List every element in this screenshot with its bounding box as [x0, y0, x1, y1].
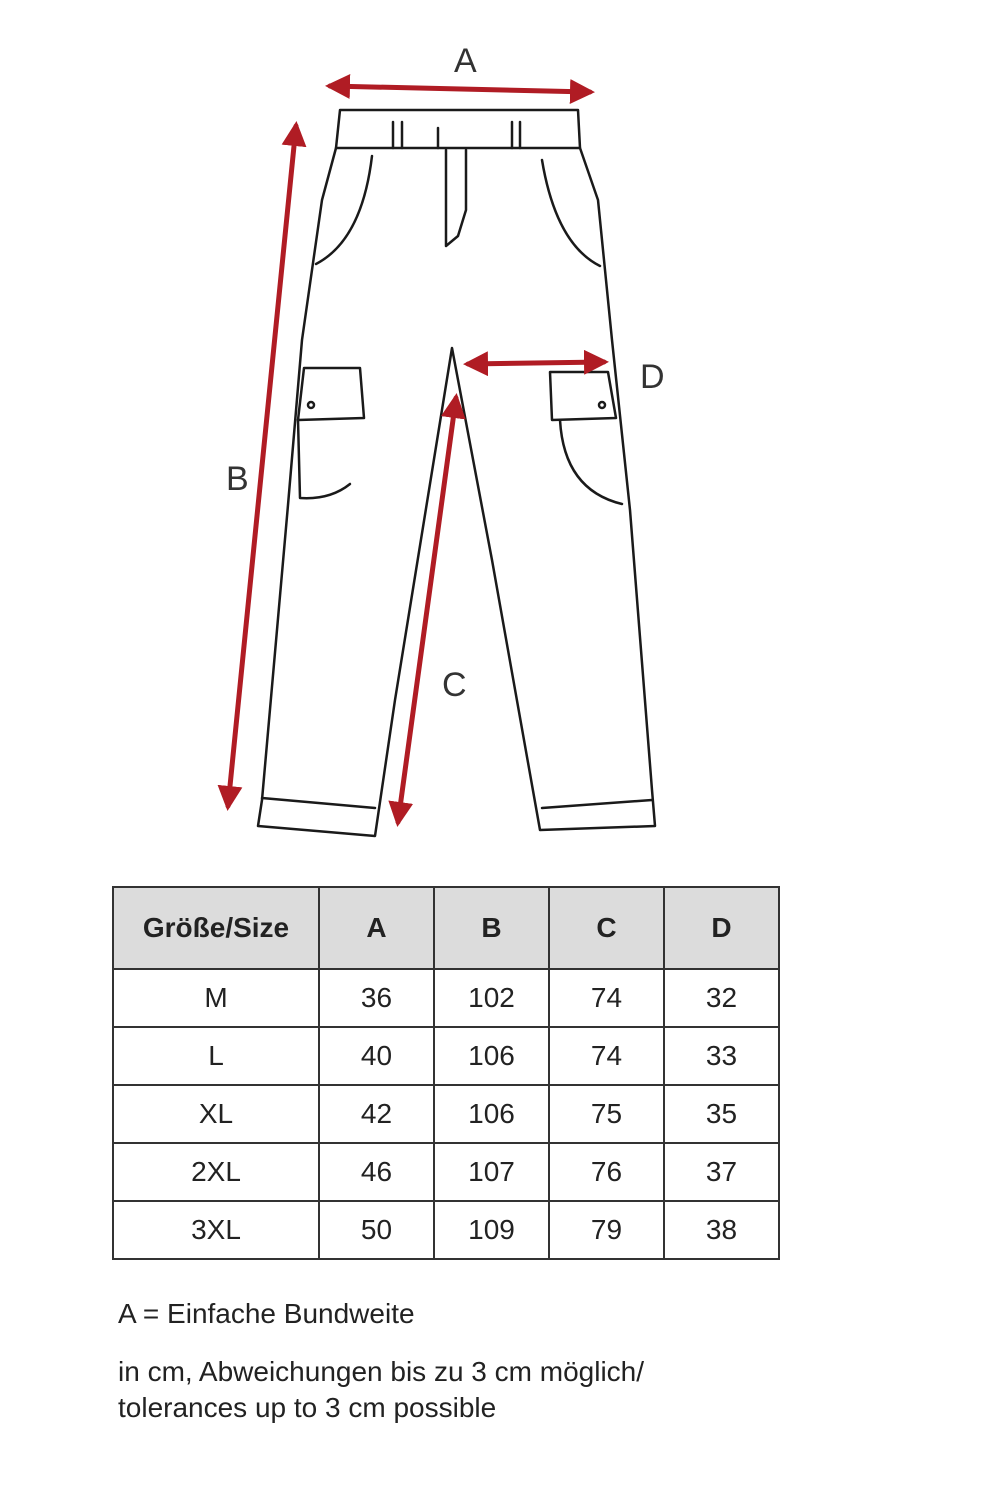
cell-a: 50 — [318, 1200, 435, 1260]
measurement-arrows — [217, 73, 609, 827]
arrow-b — [217, 121, 307, 811]
cell-b: 107 — [433, 1142, 550, 1202]
table-row: L 40 106 74 33 — [112, 1026, 780, 1086]
label-d: D — [640, 358, 665, 396]
cell-c: 74 — [548, 968, 665, 1028]
table-row: 2XL 46 107 76 37 — [112, 1142, 780, 1202]
header-d: D — [663, 886, 780, 970]
label-b: B — [226, 460, 249, 498]
size-notes: A = Einfache Bundweite in cm, Abweichung… — [118, 1296, 644, 1426]
arrow-a — [325, 73, 595, 105]
cell-size: 3XL — [112, 1200, 320, 1260]
cell-c: 74 — [548, 1026, 665, 1086]
header-size: Größe/Size — [112, 886, 320, 970]
label-a: A — [454, 42, 477, 80]
size-table: Größe/Size A B C D M 36 102 74 32 L 40 1… — [112, 886, 780, 1260]
cell-b: 106 — [433, 1026, 550, 1086]
cell-a: 46 — [318, 1142, 435, 1202]
cell-d: 37 — [663, 1142, 780, 1202]
cell-size: 2XL — [112, 1142, 320, 1202]
note-tolerance-en: tolerances up to 3 cm possible — [118, 1392, 497, 1423]
cell-size: XL — [112, 1084, 320, 1144]
cell-d: 38 — [663, 1200, 780, 1260]
cell-d: 32 — [663, 968, 780, 1028]
note-tolerance-de: in cm, Abweichungen bis zu 3 cm möglich/ — [118, 1356, 645, 1387]
cell-c: 76 — [548, 1142, 665, 1202]
cell-c: 79 — [548, 1200, 665, 1260]
cell-b: 102 — [433, 968, 550, 1028]
table-header-row: Größe/Size A B C D — [112, 886, 780, 970]
table-row: XL 42 106 75 35 — [112, 1084, 780, 1144]
arrow-d — [463, 349, 609, 377]
note-waist-definition: A = Einfache Bundweite — [118, 1298, 415, 1329]
table-row: 3XL 50 109 79 38 — [112, 1200, 780, 1260]
arrow-c — [388, 393, 466, 827]
pants-measurement-diagram: A B C D — [217, 42, 665, 838]
pants-outline — [256, 108, 657, 838]
cell-size: M — [112, 968, 320, 1028]
cell-a: 42 — [318, 1084, 435, 1144]
header-a: A — [318, 886, 435, 970]
table-row: M 36 102 74 32 — [112, 968, 780, 1028]
cell-a: 36 — [318, 968, 435, 1028]
cell-d: 33 — [663, 1026, 780, 1086]
cell-size: L — [112, 1026, 320, 1086]
cell-d: 35 — [663, 1084, 780, 1144]
cell-b: 106 — [433, 1084, 550, 1144]
label-c: C — [442, 666, 467, 704]
cell-a: 40 — [318, 1026, 435, 1086]
cell-b: 109 — [433, 1200, 550, 1260]
header-c: C — [548, 886, 665, 970]
header-b: B — [433, 886, 550, 970]
cell-c: 75 — [548, 1084, 665, 1144]
